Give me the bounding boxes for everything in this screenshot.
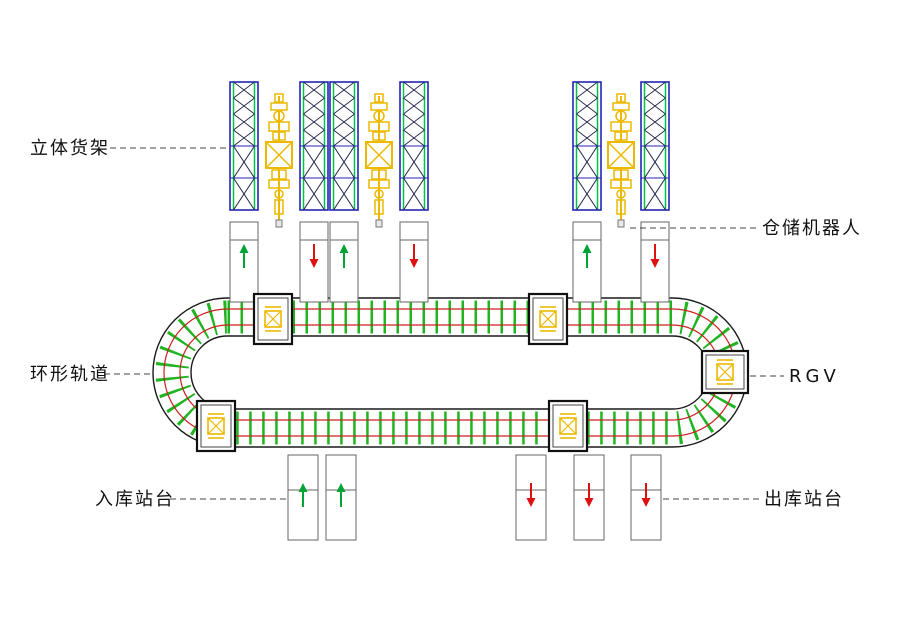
shuttle-deck: [552, 404, 584, 448]
shuttle-load: [539, 310, 557, 328]
platform-body: [573, 454, 605, 541]
label-rgv: RGV: [789, 366, 840, 387]
arrow-head: [239, 244, 249, 253]
robot-base: [275, 219, 283, 228]
arrow-head: [641, 498, 651, 507]
shuttle-deck: [705, 354, 745, 390]
rgv-shuttle: [195, 399, 237, 453]
rack-column: [640, 81, 670, 211]
arrow-head: [298, 483, 308, 492]
arrow-head: [336, 483, 346, 492]
arrow-head: [584, 498, 594, 507]
stacker-robot: [265, 93, 293, 228]
stacker-robot: [365, 93, 393, 228]
inbound-platform: [325, 454, 357, 541]
rgv-shuttle: [252, 292, 294, 346]
buffer-conveyor-lane: [299, 221, 329, 303]
rack-column: [329, 81, 359, 211]
label-outbound: 出库站台: [764, 489, 844, 510]
robot-base: [375, 219, 383, 228]
lane-body: [399, 221, 429, 303]
ring-track: [152, 297, 748, 448]
rgv-shuttle: [547, 399, 589, 453]
shuttle-load: [207, 417, 225, 435]
buffer-conveyor-lane: [399, 221, 429, 303]
shuttle-deck: [200, 404, 232, 448]
rack-column: [299, 81, 329, 211]
shuttle-load: [559, 417, 577, 435]
arrow-head: [526, 498, 536, 507]
track-inner-edge: [190, 335, 710, 410]
outbound-platform: [630, 454, 662, 541]
rack-column: [399, 81, 429, 211]
buffer-conveyor-lane: [572, 221, 602, 303]
arrow-head: [650, 259, 660, 268]
buffer-conveyor-lane: [229, 221, 259, 303]
rgv-shuttle: [700, 349, 750, 395]
rgv-shuttle: [527, 292, 569, 346]
inbound-platform: [287, 454, 319, 541]
lane-body: [640, 221, 670, 303]
shuttle-load: [264, 310, 282, 328]
label-inbound: 入库站台: [95, 489, 175, 510]
shuttle-deck: [257, 297, 289, 341]
outbound-platform: [515, 454, 547, 541]
shuttle-load: [716, 363, 734, 381]
track-rollers: [155, 300, 745, 445]
arrow-head: [309, 259, 319, 268]
buffer-conveyor-lane: [329, 221, 359, 303]
label-robot: 仓储机器人: [762, 218, 862, 239]
buffer-conveyor-lane: [640, 221, 670, 303]
rack-column: [572, 81, 602, 211]
label-racks: 立体货架: [30, 138, 110, 159]
arrow-head: [582, 244, 592, 253]
arrow-head: [339, 244, 349, 253]
rack-column: [229, 81, 259, 211]
outbound-platform: [573, 454, 605, 541]
shuttle-deck: [532, 297, 564, 341]
arrow-head: [409, 259, 419, 268]
stacker-robot: [607, 93, 635, 228]
label-ring: 环形轨道: [30, 364, 110, 385]
robot-base: [617, 219, 625, 228]
